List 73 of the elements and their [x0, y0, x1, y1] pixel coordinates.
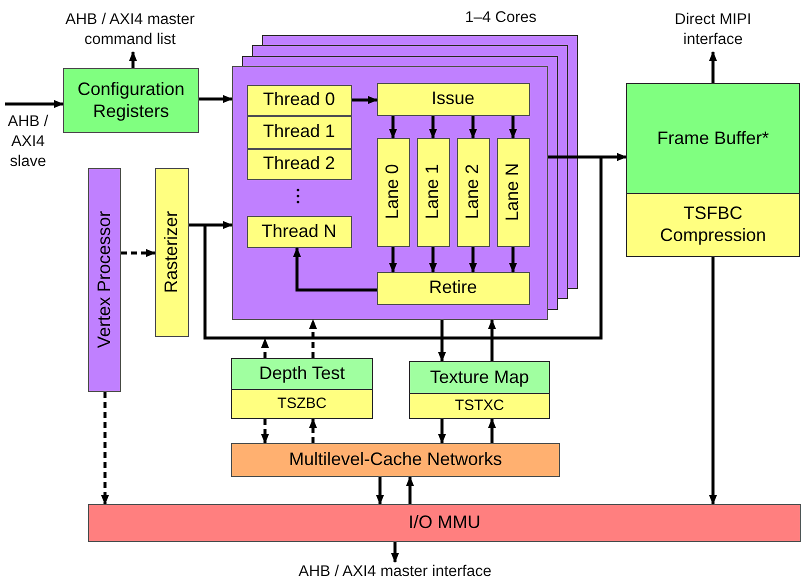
arrow [352, 96, 378, 104]
interface-label: AHB / AXI4 master interface [298, 562, 492, 582]
arrow [709, 257, 717, 505]
block-title: Texture Map [410, 362, 549, 393]
block-label: Thread 2 [262, 153, 336, 175]
block-label: Thread N [260, 220, 338, 242]
texture-map-block [409, 361, 550, 419]
arrow [391, 542, 399, 563]
mmu-bar [88, 504, 801, 542]
arrow [5, 100, 64, 108]
arrow [438, 320, 446, 362]
arrow [488, 418, 496, 443]
block-label: Vertex Processor [94, 211, 115, 349]
block-subtitle: TSFBC Compression [627, 193, 799, 256]
arrow [406, 476, 414, 504]
arrow [389, 116, 397, 139]
cache-network-block [231, 443, 560, 477]
arrow [429, 247, 437, 273]
frame-buffer-block [626, 83, 800, 257]
block-subtitle: TSTXC [410, 393, 549, 418]
dashed-arrow [121, 249, 156, 257]
block-label: Multilevel-Cache Networks [288, 449, 504, 471]
arrow [429, 116, 437, 139]
vertex-processor-block [88, 168, 121, 392]
dashed-arrow [309, 418, 317, 443]
block-label: Retire [428, 277, 478, 299]
interface-label: AHB / AXI4 slave [6, 112, 50, 172]
arrow [199, 95, 233, 103]
core-block [232, 66, 548, 320]
lane-block [496, 138, 530, 246]
lane-block [456, 138, 490, 246]
retire-block [376, 272, 530, 304]
issue-block [376, 82, 530, 116]
arrow [293, 247, 377, 292]
block-label: Thread 1 [262, 121, 336, 143]
interface-label: AHB / AXI4 master command list [64, 10, 196, 50]
depth-test-block [231, 358, 373, 419]
lane-block [376, 138, 410, 246]
thread-slot [246, 148, 352, 180]
core-count-label: 1–4 Cores [465, 8, 537, 28]
block-title: Depth Test [232, 359, 372, 389]
block-title: Frame Buffer* [627, 84, 799, 193]
arrow [389, 247, 397, 273]
dashed-arrow [101, 392, 109, 505]
arrow [469, 247, 477, 273]
block-label: Configuration Registers [76, 78, 186, 122]
thread-slot [246, 216, 352, 248]
lane-block [416, 138, 450, 246]
block-label: Lane 0 [382, 164, 404, 220]
arrow [488, 319, 496, 361]
block-label: Issue [430, 88, 476, 110]
arrow [509, 116, 517, 139]
arrow [438, 419, 446, 444]
block-label: Thread 0 [262, 89, 336, 111]
arrow [376, 477, 384, 505]
block-label: Lane N [502, 162, 524, 222]
block-subtitle: TSZBC [232, 389, 372, 418]
rasterizer-block [155, 168, 189, 337]
block-label: I/O MMU [408, 512, 482, 534]
arrow [129, 51, 137, 68]
thread-slot [246, 116, 352, 148]
arrow [469, 116, 477, 139]
arrow [509, 247, 517, 273]
interface-label: Direct MIPI interface [674, 10, 752, 50]
block-label: Lane 2 [462, 164, 484, 220]
block-label: Lane 1 [422, 164, 444, 220]
register-block [63, 68, 199, 133]
dashed-arrow [261, 338, 269, 358]
arrow [709, 51, 717, 83]
thread-slot [246, 84, 352, 116]
dashed-arrow [261, 419, 269, 444]
dashed-arrow [309, 319, 317, 358]
block-label: Rasterizer [161, 211, 182, 294]
